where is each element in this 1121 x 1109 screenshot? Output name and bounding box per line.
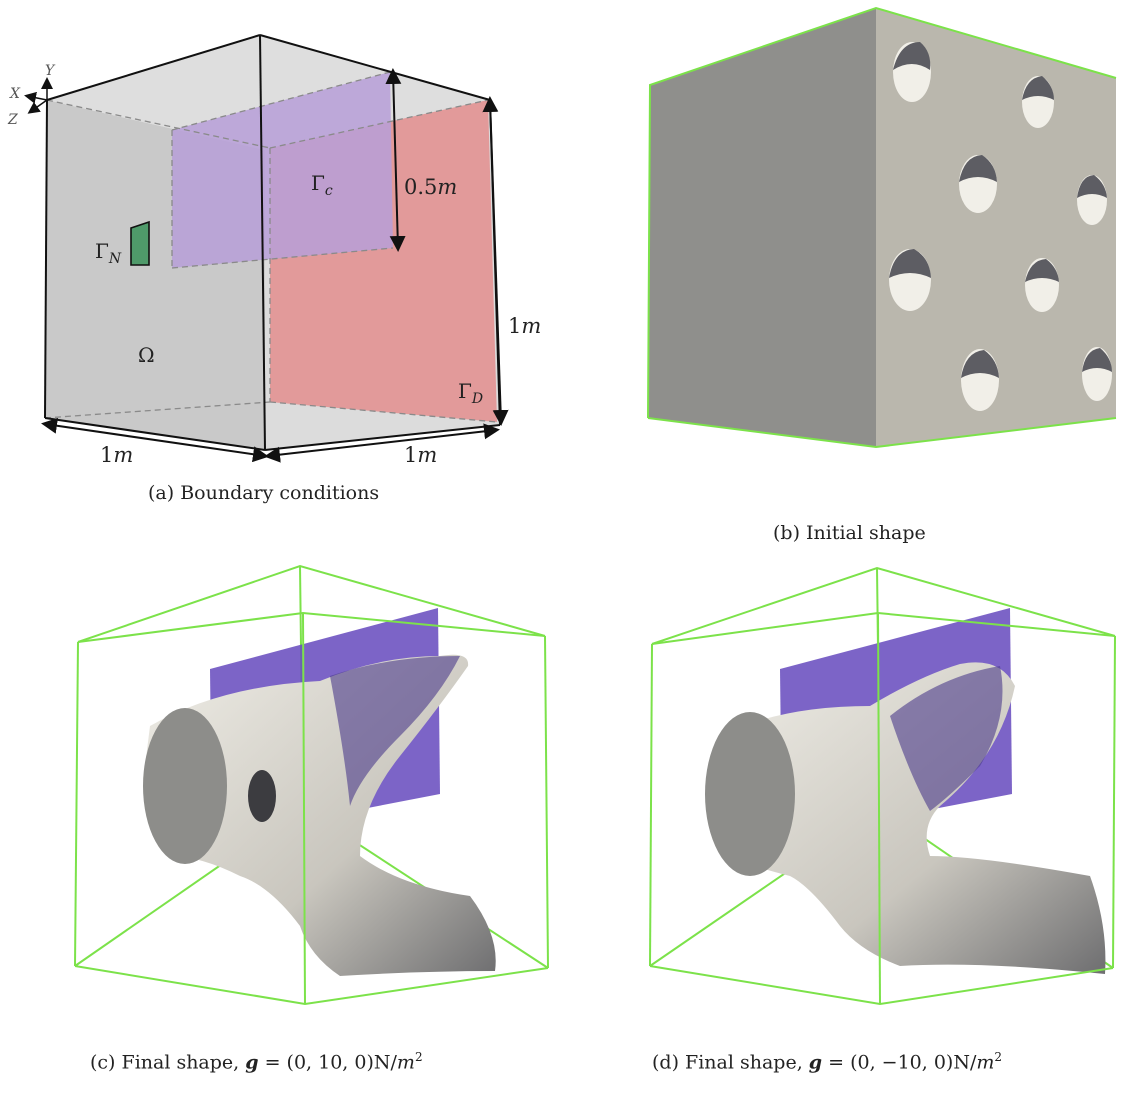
gamma-n-patch [130,220,150,266]
caption-a: (a) Boundary conditions [148,482,380,504]
boundary-conditions-diagram: Y X Z Ω Γc ΓN ΓD 0.5m 1m 1m 1m [7,34,541,467]
gamma-c-face [172,72,393,268]
final-shape-render-c [74,564,549,1006]
hole [959,155,997,213]
dim-half-label: 0.5m [404,175,457,199]
axis-x-label: X [9,86,21,102]
hole [893,42,931,102]
cube-left-face [648,8,876,447]
dim-arrow-width-left [41,417,269,463]
initial-shape-render [647,6,1117,449]
hidden-edges [44,71,498,423]
final-shape-render-d [649,566,1116,1006]
axis-y-label: Y [45,63,56,79]
hole [1025,258,1059,312]
gamma-c-label: Γc [311,171,333,199]
dim-arrow-half [385,68,406,252]
solid-end-cap [143,708,227,864]
cube-right-face [876,8,1116,447]
gamma-n-label: ΓN [95,239,122,267]
caption-b: (b) Initial shape [773,522,926,544]
panel-d-final-shape-negative: (d) Final shape, g = (0, −10, 0)N/m2 [560,556,1121,1109]
hole [889,249,931,311]
panel-b-initial-shape: (b) Initial shape [560,0,1121,560]
caption-d: (d) Final shape, g = (0, −10, 0)N/m2 [652,1050,1003,1074]
omega-label: Ω [138,343,155,367]
hole [1077,175,1107,225]
holes [889,42,1112,411]
dim-arrow-height [482,96,509,426]
dim-height-label: 1m [508,314,541,338]
hole [1022,76,1054,128]
frame-front [649,611,1116,1006]
panel-c-final-shape-positive: (c) Final shape, g = (0, 10, 0)N/m2 [0,556,560,1109]
frame-front [74,611,549,1006]
optimized-solid [144,654,496,976]
axes-triad [24,77,53,114]
optimized-solid [716,662,1106,974]
panel-a-boundary-conditions: Y X Z Ω Γc ΓN ΓD 0.5m 1m 1m 1m (a) Bound… [0,0,560,520]
dim-arrow-width-right [264,423,500,463]
dim-width-right-label: 1m [404,443,437,467]
solid-tube-shadow [330,656,460,806]
dim-width-left-label: 1m [100,443,133,467]
axis-z-label: Z [7,112,18,128]
solid-hole [248,770,276,822]
solid-end-cap [705,712,795,876]
hole [961,349,999,411]
gamma-d-label: ΓD [458,379,483,407]
cube-edges [647,6,1117,449]
solid-tube-shadow [890,666,1003,811]
caption-c: (c) Final shape, g = (0, 10, 0)N/m2 [90,1050,423,1074]
hole [1082,347,1112,401]
